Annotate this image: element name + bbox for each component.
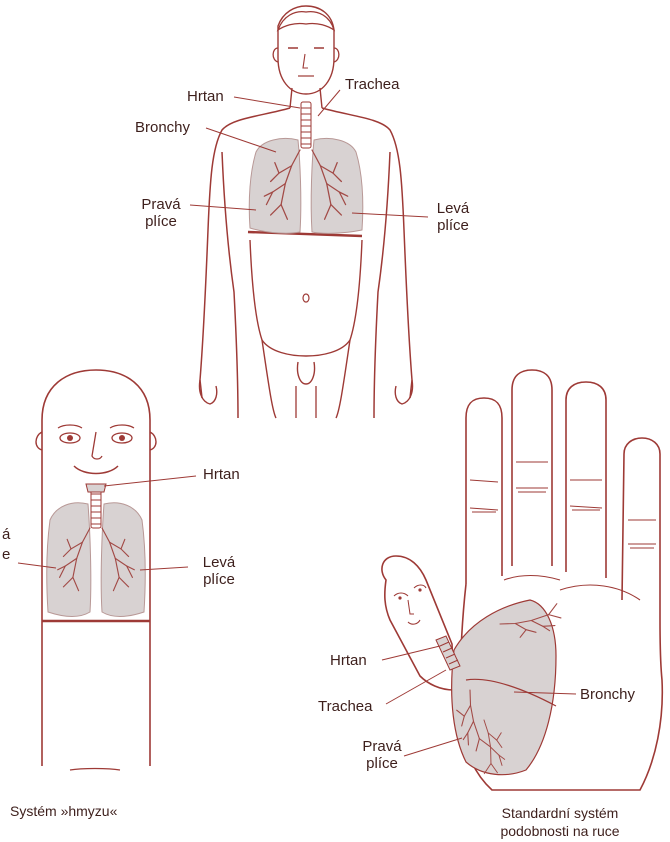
hand-label-prava-plice: Pravá plíce <box>357 738 407 772</box>
hand-caption-line-2: podobnosti na ruce <box>468 822 652 840</box>
body-label-leva-2: plíce <box>428 217 478 234</box>
hand-label-prava-1: Pravá <box>357 738 407 755</box>
hand-caption: Standardní systém podobnosti na ruce <box>468 804 652 840</box>
hand-label-prava-2: plíce <box>357 755 407 772</box>
insect-label-prava-partial-1: á <box>2 526 10 543</box>
hand-label-hrtan: Hrtan <box>330 652 367 669</box>
hand-caption-line-1: Standardní systém <box>468 804 652 822</box>
hand-figure <box>382 370 662 790</box>
body-right-lung <box>249 139 301 234</box>
insect-label-hrtan: Hrtan <box>203 466 240 483</box>
body-label-prava-plice: Pravá plíce <box>136 196 186 230</box>
insect-caption: Systém »hmyzu« <box>10 802 190 820</box>
hand-label-bronchy: Bronchy <box>580 686 635 703</box>
insect-label-prava-partial-2: e <box>2 546 10 563</box>
body-label-hrtan: Hrtan <box>187 88 224 105</box>
insect-label-leva-2: plíce <box>194 571 244 588</box>
body-label-bronchy: Bronchy <box>135 119 190 136</box>
body-label-leva-1: Levá <box>428 200 478 217</box>
human-body-figure <box>190 6 428 418</box>
hand-label-trachea: Trachea <box>318 698 372 715</box>
body-label-leva-plice: Levá plíce <box>428 200 478 234</box>
body-leader-lines <box>190 90 428 217</box>
body-trachea <box>301 102 311 148</box>
insect-label-leva-1: Levá <box>194 554 244 571</box>
body-label-prava-2: plíce <box>136 213 186 230</box>
body-label-trachea: Trachea <box>345 76 399 93</box>
body-left-lung <box>311 139 363 234</box>
insect-system-figure <box>18 370 196 770</box>
body-label-prava-1: Pravá <box>136 196 186 213</box>
insect-label-leva-plice: Levá plíce <box>194 554 244 588</box>
